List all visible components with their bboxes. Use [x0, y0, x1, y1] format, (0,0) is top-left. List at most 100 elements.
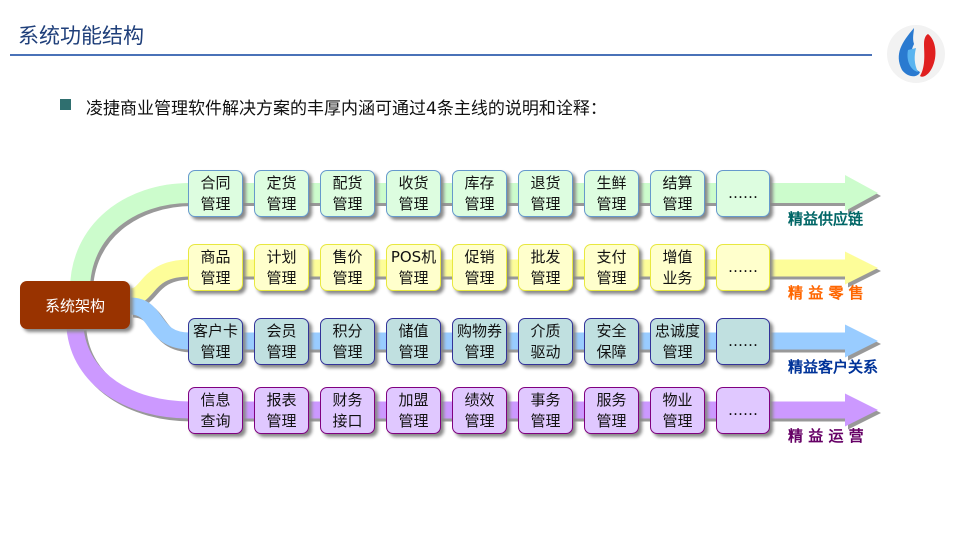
module-label-line: 管理	[596, 194, 627, 213]
module-box[interactable]: 支付管理	[584, 244, 639, 291]
module-box[interactable]: 结算管理	[650, 170, 705, 217]
module-box[interactable]: 加盟管理	[386, 387, 441, 434]
module-label-line: 管理	[200, 268, 231, 287]
module-box[interactable]: POS机管理	[386, 244, 441, 291]
module-label-line: 报表	[266, 390, 297, 409]
module-box[interactable]: 商品管理	[188, 244, 243, 291]
module-box[interactable]: 库存管理	[452, 170, 507, 217]
module-box[interactable]: 批发管理	[518, 244, 573, 291]
module-label-line: 管理	[398, 342, 429, 361]
module-box[interactable]: 客户卡管理	[188, 318, 243, 365]
module-label-line: 管理	[332, 342, 363, 361]
module-box[interactable]: 物业管理	[650, 387, 705, 434]
module-label-line: 查询	[200, 411, 231, 430]
module-label-line: 管理	[200, 342, 231, 361]
module-label-line: 管理	[332, 268, 363, 287]
module-box[interactable]: 增值业务	[650, 244, 705, 291]
row-label: 精益供应链	[788, 210, 864, 228]
module-box[interactable]: 事务管理	[518, 387, 573, 434]
module-box[interactable]: 生鲜管理	[584, 170, 639, 217]
module-label-line: 增值	[662, 247, 693, 266]
module-label-line: 库存	[464, 173, 495, 192]
module-box[interactable]: 积分管理	[320, 318, 375, 365]
module-box[interactable]: 合同管理	[188, 170, 243, 217]
row-label: 精 益 运 营	[788, 427, 864, 445]
module-box[interactable]: 忠诚度管理	[650, 318, 705, 365]
module-label-line: 配货	[332, 173, 363, 192]
module-box[interactable]: 促销管理	[452, 244, 507, 291]
more-item-box[interactable]: ……	[716, 387, 770, 434]
module-label-line: 生鲜	[596, 173, 627, 192]
module-label-line: 绩效	[464, 390, 495, 409]
module-label-line: 管理	[266, 194, 297, 213]
module-label-line: 业务	[662, 268, 693, 287]
module-box[interactable]: 储值管理	[386, 318, 441, 365]
module-label-line: 定货	[266, 173, 297, 192]
module-label-line: ……	[728, 401, 758, 419]
module-label-line: 管理	[464, 342, 495, 361]
module-label-line: 管理	[266, 342, 297, 361]
module-box[interactable]: 收货管理	[386, 170, 441, 217]
module-label-line: 管理	[530, 194, 561, 213]
module-label-line: 接口	[332, 411, 363, 430]
module-label-line: 物业	[662, 390, 693, 409]
title-divider	[10, 54, 872, 56]
intro-text: 凌捷商业管理软件解决方案的丰厚内涵可通过4条主线的说明和诠释：	[86, 99, 607, 119]
module-label-line: 服务	[596, 390, 627, 409]
module-label-line: ……	[728, 332, 758, 350]
module-label-line: 管理	[464, 194, 495, 213]
module-box[interactable]: 安全保障	[584, 318, 639, 365]
more-item-box[interactable]: ……	[716, 318, 770, 365]
module-box[interactable]: 购物券管理	[452, 318, 507, 365]
more-item-box[interactable]: ……	[716, 170, 770, 217]
module-box[interactable]: 介质驱动	[518, 318, 573, 365]
module-box[interactable]: 配货管理	[320, 170, 375, 217]
module-label-line: 管理	[662, 411, 693, 430]
module-label-line: 管理	[266, 411, 297, 430]
row-label: 精 益 零 售	[788, 284, 864, 302]
module-label-line: 管理	[662, 342, 693, 361]
module-label-line: 积分	[332, 321, 363, 340]
system-architecture-node: 系统架构	[20, 281, 130, 329]
module-box[interactable]: 财务接口	[320, 387, 375, 434]
module-label-line: 驱动	[530, 342, 561, 361]
module-label-line: 管理	[464, 411, 495, 430]
module-label-line: ……	[728, 258, 758, 276]
module-label-line: 管理	[200, 194, 231, 213]
module-box[interactable]: 信息查询	[188, 387, 243, 434]
module-label-line: 管理	[464, 268, 495, 287]
module-box[interactable]: 售价管理	[320, 244, 375, 291]
band-curve	[66, 326, 191, 419]
module-box[interactable]: 服务管理	[584, 387, 639, 434]
module-box[interactable]: 计划管理	[254, 244, 309, 291]
module-box[interactable]: 绩效管理	[452, 387, 507, 434]
band-curve	[70, 183, 191, 291]
module-label-line: 保障	[596, 342, 627, 361]
module-label-line: 财务	[332, 390, 363, 409]
module-label-line: POS机	[390, 247, 437, 266]
band-curve	[128, 259, 191, 306]
module-label-line: 安全	[596, 321, 627, 340]
module-label-line: 计划	[266, 247, 297, 266]
module-label-line: 批发	[530, 247, 561, 266]
module-label-line: 忠诚度	[654, 321, 700, 340]
band-curve	[129, 297, 191, 350]
module-label-line: 结算	[662, 173, 693, 192]
module-label-line: 管理	[332, 194, 363, 213]
page-title: 系统功能结构	[18, 24, 144, 48]
module-box[interactable]: 会员管理	[254, 318, 309, 365]
module-box[interactable]: 定货管理	[254, 170, 309, 217]
module-box[interactable]: 退货管理	[518, 170, 573, 217]
module-label-line: 储值	[398, 321, 429, 340]
module-label-line: 商品	[200, 247, 231, 266]
module-label-line: 加盟	[398, 390, 429, 409]
bullet-icon	[60, 99, 71, 110]
module-box[interactable]: 报表管理	[254, 387, 309, 434]
module-label-line: 合同	[200, 173, 231, 192]
module-label-line: 管理	[398, 194, 429, 213]
module-label-line: 管理	[266, 268, 297, 287]
module-label-line: 会员	[266, 321, 297, 340]
more-item-box[interactable]: ……	[716, 244, 770, 291]
module-label-line: 信息	[200, 390, 231, 409]
module-label-line: 管理	[398, 268, 429, 287]
